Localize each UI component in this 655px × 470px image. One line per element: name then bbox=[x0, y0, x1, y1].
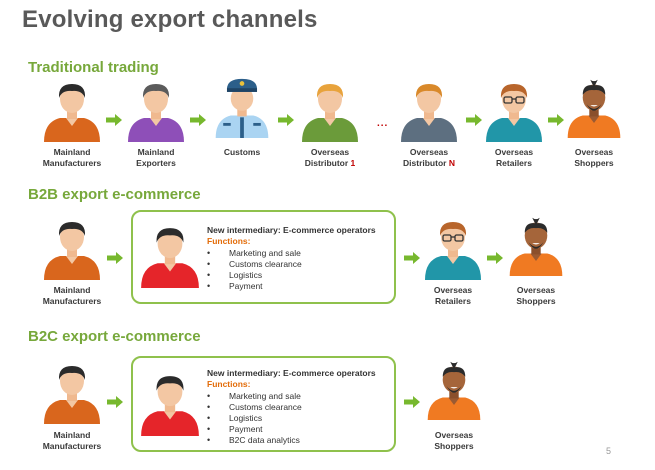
arrow-right-icon bbox=[190, 114, 206, 126]
section-title-b2b: B2B export e-commerce bbox=[28, 186, 201, 203]
distributor-person-icon bbox=[302, 84, 358, 142]
arrow-right-icon bbox=[107, 396, 123, 408]
arrow-right-icon bbox=[278, 114, 294, 126]
shopper-person-icon bbox=[427, 361, 481, 420]
intermediary-text: New intermediary: E-commerce operators F… bbox=[207, 368, 376, 446]
list-item: Payment bbox=[207, 281, 376, 292]
manufacturer-person-icon bbox=[44, 222, 100, 280]
list-item: Customs clearance bbox=[207, 402, 376, 413]
node-label-customs: Customs bbox=[223, 147, 261, 157]
customs-officer-icon bbox=[215, 78, 269, 138]
arrow-right-icon bbox=[107, 252, 123, 264]
arrow-right-icon bbox=[404, 252, 420, 264]
page-number: 5 bbox=[605, 446, 611, 456]
section-title-traditional: Traditional trading bbox=[28, 59, 159, 76]
ellipsis-dots: ... bbox=[377, 118, 389, 129]
manufacturer-person-icon bbox=[44, 84, 100, 142]
list-item: Customs clearance bbox=[207, 259, 376, 270]
functions-label: Functions: bbox=[207, 236, 251, 246]
intermediary-box: New intermediary: E-commerce operators F… bbox=[131, 210, 396, 304]
intermediary-heading: New intermediary: E-commerce operators bbox=[207, 368, 376, 378]
retailer-person-icon bbox=[486, 84, 542, 142]
functions-list: Marketing and sale Customs clearance Log… bbox=[207, 391, 376, 446]
functions-list: Marketing and sale Customs clearance Log… bbox=[207, 248, 376, 292]
section-title-b2c: B2C export e-commerce bbox=[28, 328, 201, 345]
functions-label: Functions: bbox=[207, 379, 251, 389]
arrow-right-icon bbox=[548, 114, 564, 126]
shopper-person-icon bbox=[509, 217, 563, 276]
arrow-right-icon bbox=[404, 396, 420, 408]
intermediary-heading: New intermediary: E-commerce operators bbox=[207, 225, 376, 235]
arrow-right-icon bbox=[466, 114, 482, 126]
list-item: Payment bbox=[207, 424, 376, 435]
ecommerce-operator-icon bbox=[141, 376, 199, 436]
arrow-right-icon bbox=[487, 252, 503, 264]
manufacturer-person-icon bbox=[44, 366, 100, 424]
retailer-person-icon bbox=[425, 222, 481, 280]
list-item: Logistics bbox=[207, 270, 376, 281]
list-item: Logistics bbox=[207, 413, 376, 424]
intermediary-box: New intermediary: E-commerce operators F… bbox=[131, 356, 396, 452]
arrow-right-icon bbox=[106, 114, 122, 126]
intermediary-text: New intermediary: E-commerce operators F… bbox=[207, 225, 376, 292]
exporter-person-icon bbox=[128, 84, 184, 142]
page-title: Evolving export channels bbox=[22, 6, 318, 33]
list-item: Marketing and sale bbox=[207, 391, 376, 402]
ecommerce-operator-icon bbox=[141, 228, 199, 288]
distributor-person-icon bbox=[401, 84, 457, 142]
shopper-person-icon bbox=[567, 79, 621, 138]
list-item: B2C data analytics bbox=[207, 435, 376, 446]
list-item: Marketing and sale bbox=[207, 248, 376, 259]
